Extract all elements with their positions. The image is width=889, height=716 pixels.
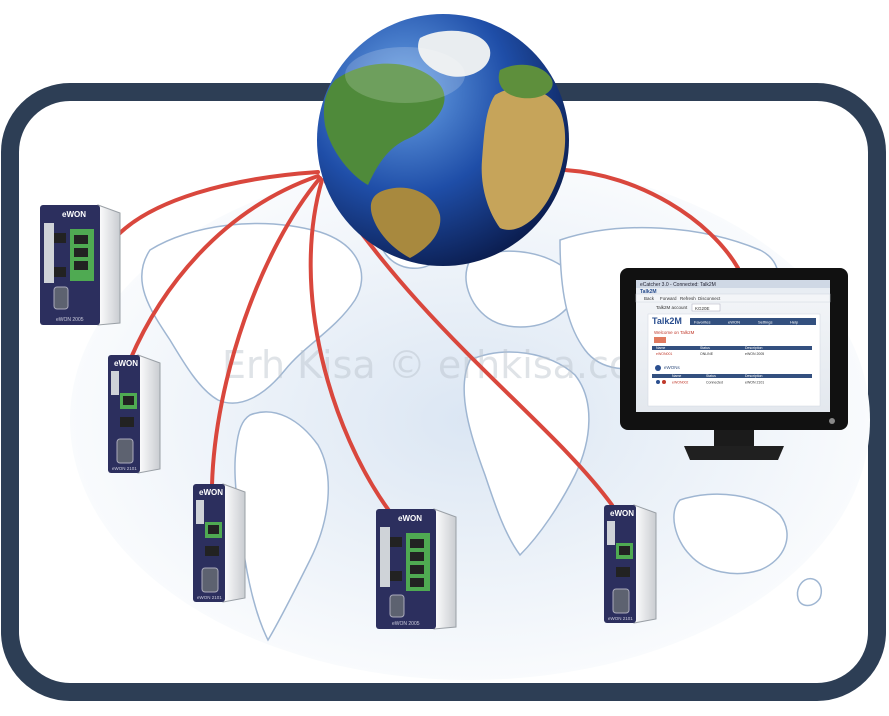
monitor-neck	[714, 430, 754, 446]
table-row-2-description: eWON 2101	[745, 381, 764, 385]
globe	[317, 14, 569, 266]
toolbar-back[interactable]: Back	[644, 296, 655, 301]
connect-icon[interactable]	[656, 380, 660, 384]
table-header-name: Name	[656, 346, 665, 350]
toolbar-disconnect[interactable]: Disconnect	[698, 296, 721, 301]
screen-logo-big: Talk2M	[652, 316, 682, 326]
ewon-device-3: eWON eWON 2101	[193, 484, 245, 602]
table2-header-status: Status	[706, 374, 716, 378]
device-brand-label: eWON	[62, 210, 86, 219]
device-brand-label: eWON	[398, 514, 422, 523]
tab-ewon[interactable]: eWON	[728, 320, 740, 325]
section-ewons: eWONs	[664, 365, 681, 370]
device-brand-label: eWON	[199, 488, 223, 497]
table-row-1-status: ONLINE	[700, 352, 714, 356]
device-brand-label: eWON	[610, 509, 634, 518]
table-row-1-description: eWON 2005	[745, 352, 764, 356]
tab-favorites[interactable]: Favorites	[694, 320, 710, 325]
device-model-label: eWON 2101	[608, 616, 633, 621]
ewon-device-4: eWON eWON 2005	[376, 509, 456, 629]
monitor-stand	[684, 446, 784, 460]
device-model-label: eWON 2005	[392, 621, 420, 627]
toolbar-forward[interactable]: Forward	[660, 296, 677, 301]
table-row-2-name[interactable]: eWON002	[672, 381, 688, 385]
device-model-label: eWON 2101	[197, 595, 222, 600]
tab-settings[interactable]: Settings	[758, 320, 772, 325]
table2-header-description: Description	[745, 374, 763, 378]
ewon-device-2: eWON eWON 2101	[108, 355, 160, 473]
watermark-text: Erh Kisa © erhkisa.com	[222, 343, 669, 387]
ewon-device-5: eWON eWON 2101	[604, 505, 656, 623]
device-model-label: eWON 2101	[112, 466, 137, 471]
ewon-list-icon	[655, 365, 661, 371]
window-title: eCatcher 3.0 - Connected: Talk2M	[640, 282, 716, 288]
tab-help[interactable]: Help	[790, 320, 799, 325]
account-value: KG20E	[695, 306, 710, 311]
toolbar-refresh[interactable]: Refresh	[680, 296, 696, 301]
account-label: Talk2M account	[656, 305, 688, 310]
table2-header-name: Name	[672, 374, 681, 378]
monitor-power-button-icon	[829, 418, 835, 424]
continent-new-zealand	[797, 579, 821, 606]
table-row-1-name[interactable]: eWON001	[656, 352, 672, 356]
section-welcome: Welcome on Talk2M	[654, 330, 695, 335]
remove-icon[interactable]	[662, 380, 666, 384]
device-brand-label: eWON	[114, 359, 138, 368]
table-header-description: Description	[745, 346, 763, 350]
table-header-status: Status	[700, 346, 710, 350]
device-model-label: eWON 2005	[56, 317, 84, 323]
table-row-2-status: Connected	[706, 381, 723, 385]
ewon-device-1: eWON eWON 2005	[40, 205, 120, 325]
